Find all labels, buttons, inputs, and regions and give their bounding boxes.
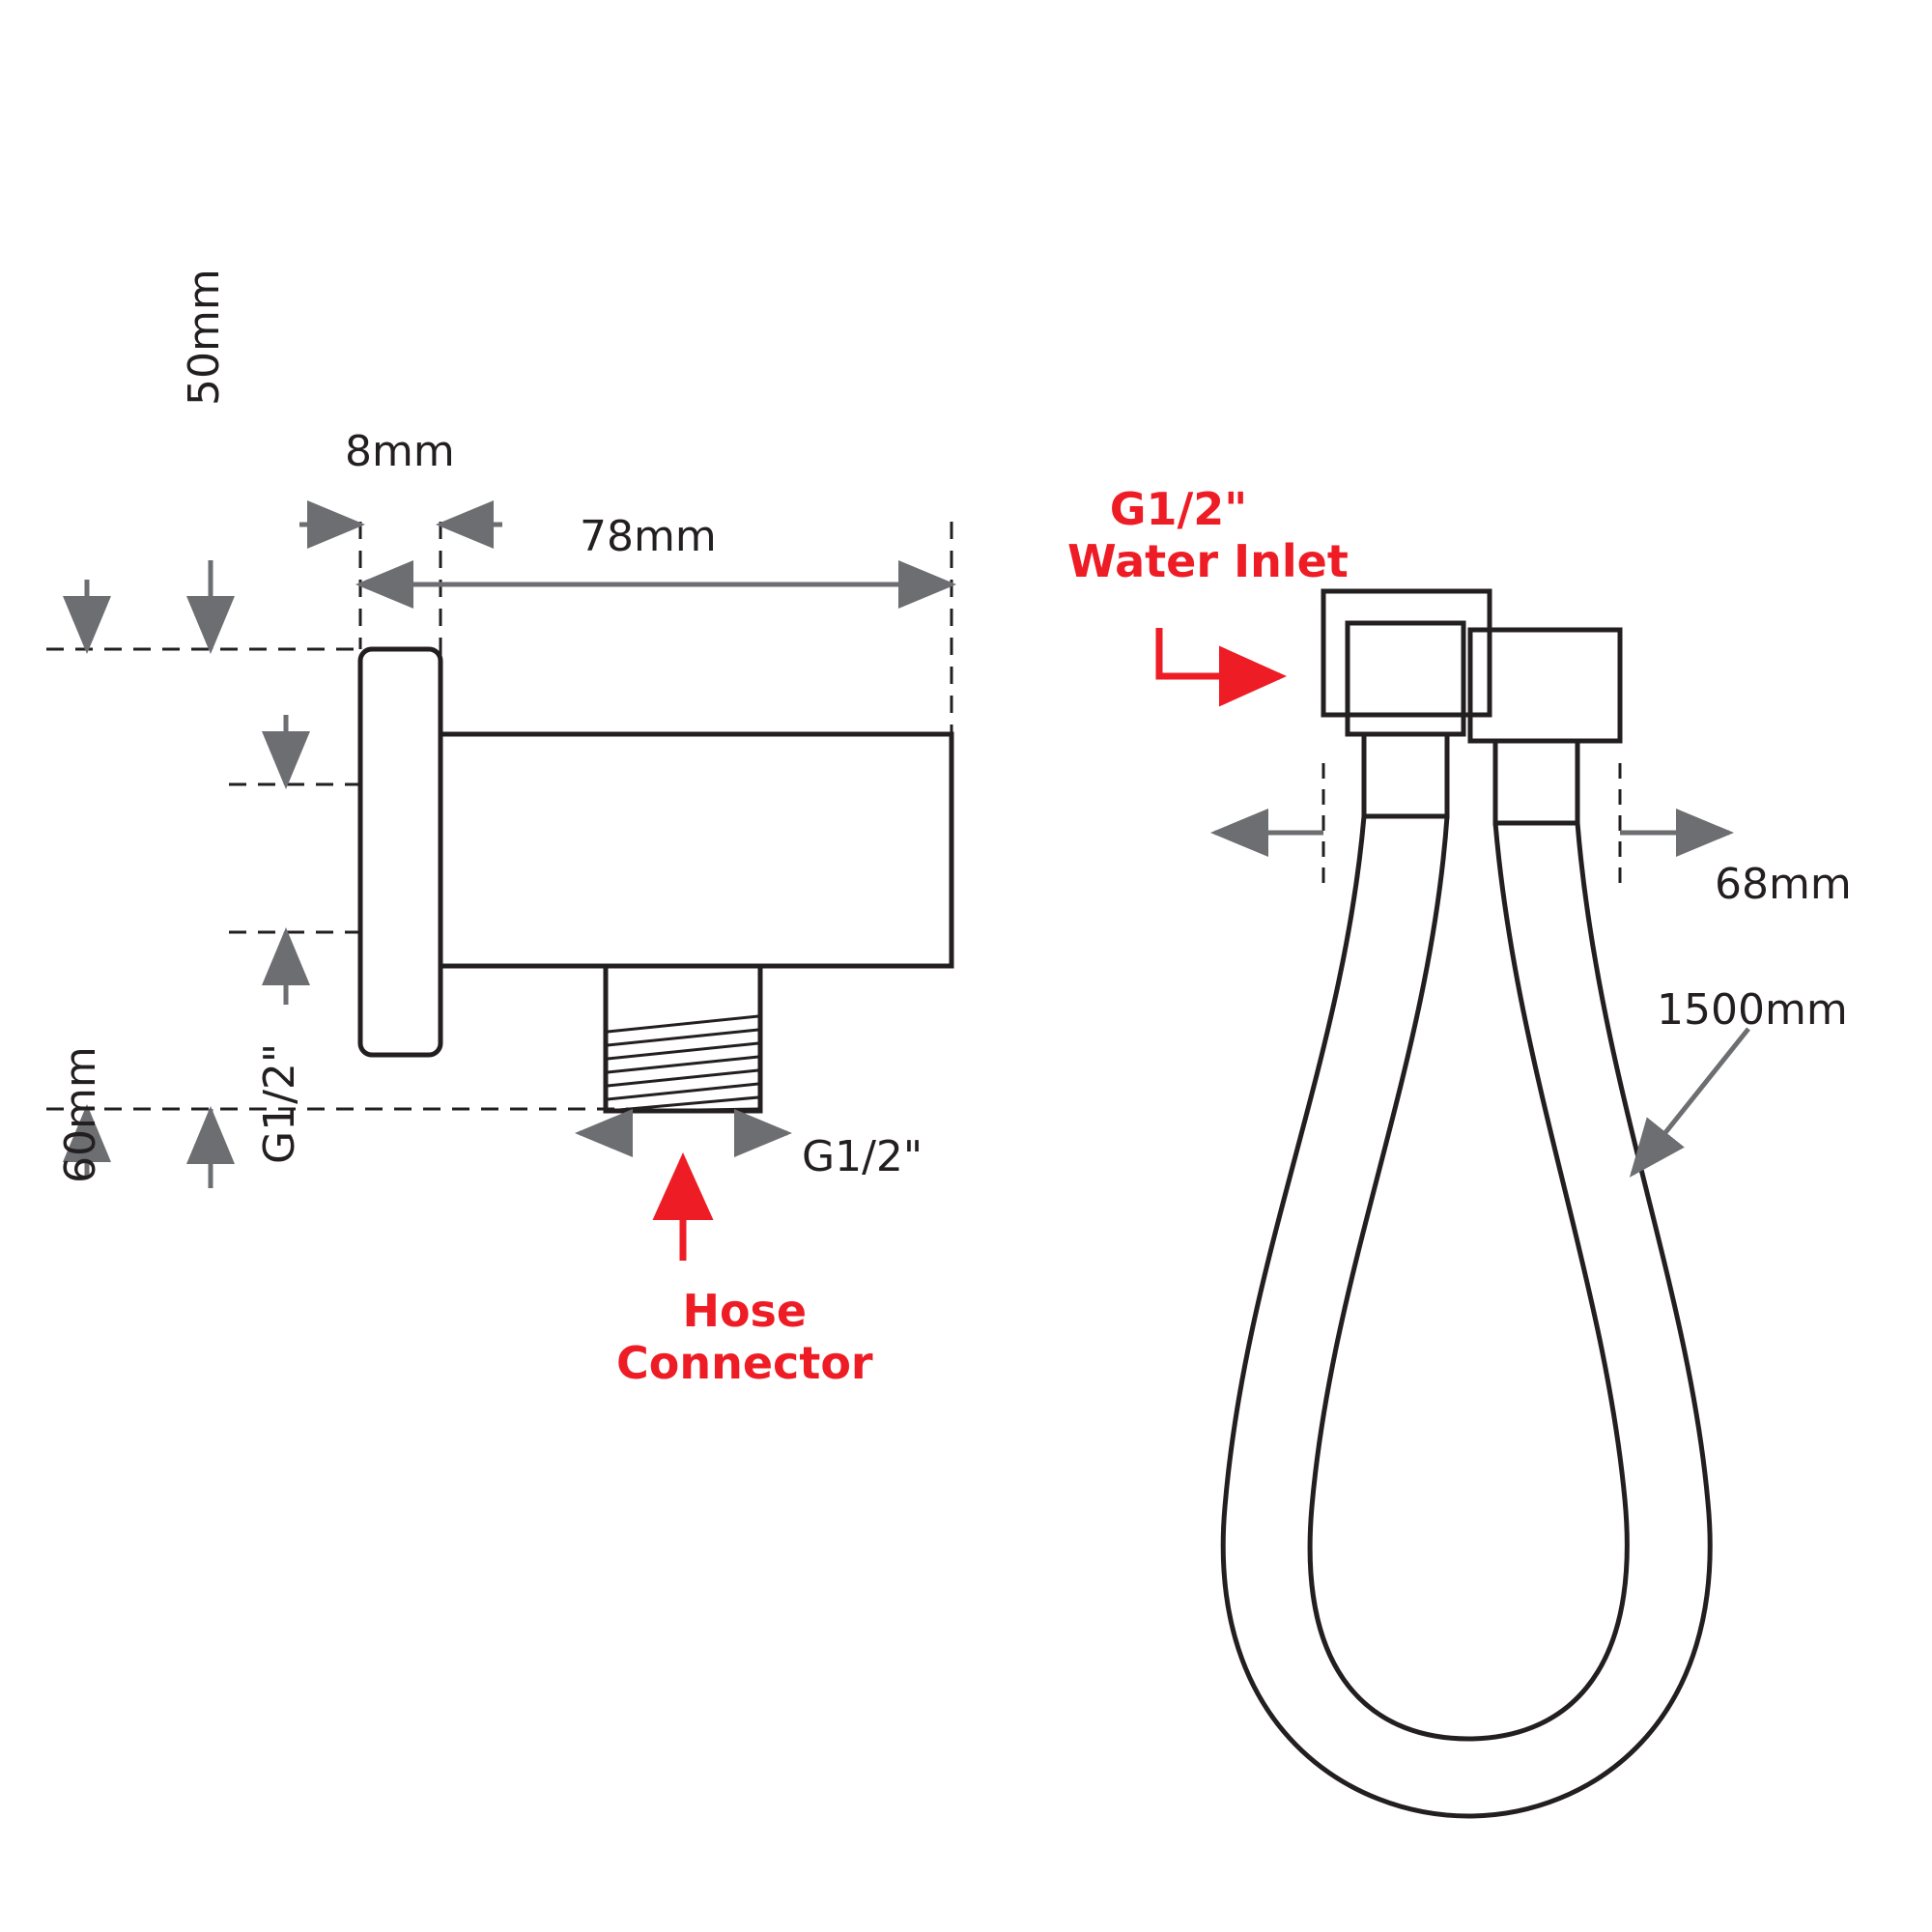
callout-hose-connector-line1: Hose (682, 1285, 808, 1337)
label-8mm: 8mm (345, 427, 455, 476)
label-60mm: 60mm (56, 1046, 105, 1183)
callout-water-inlet: G1/2" Water Inlet (1067, 483, 1349, 587)
right-view-extension-lines (1321, 763, 1622, 889)
label-1500mm: 1500mm (1657, 985, 1848, 1035)
callout-water-inlet-line1: G1/2" (1109, 483, 1248, 535)
callout-hose-connector-line2: Connector (616, 1337, 873, 1389)
label-g12-outlet: G1/2" (802, 1132, 923, 1181)
water-inlet-arrow (1155, 628, 1287, 707)
label-78mm: 78mm (580, 512, 717, 561)
outlet-flange-shape (357, 646, 443, 1058)
label-g12-inlet: G1/2" (255, 1042, 304, 1164)
outlet-body-shape (438, 731, 954, 969)
label-50mm: 50mm (180, 269, 229, 406)
dim-1500mm-leader (1629, 1027, 1750, 1178)
hose-connector-shape (603, 963, 763, 1114)
label-68mm: 68mm (1715, 860, 1852, 909)
hose-shape (1220, 588, 1713, 1819)
callout-hose-connector: Hose Connector (616, 1285, 873, 1389)
callout-water-inlet-line2: Water Inlet (1067, 535, 1349, 587)
dim-g12-outlet (575, 1109, 792, 1157)
